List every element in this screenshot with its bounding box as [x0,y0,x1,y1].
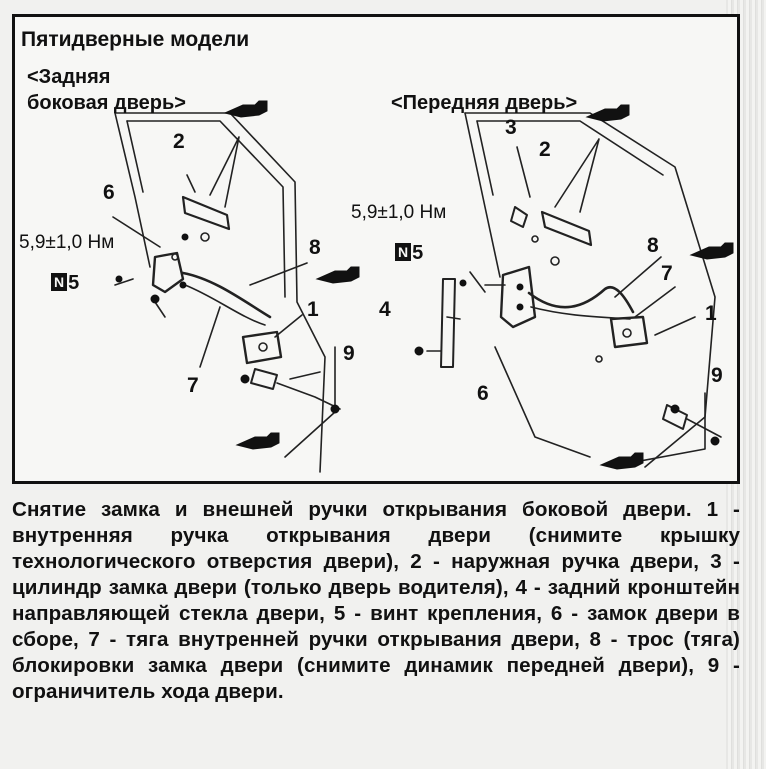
grease-gun-icon [235,432,280,450]
n-badge-icon: N [51,273,68,291]
front-inside-handle [609,315,649,349]
callout-1-front: 1 [705,302,717,325]
callout-7-front: 7 [661,262,673,285]
front-check-strap [662,404,688,430]
callout-9-front: 9 [711,364,723,387]
grease-gun-icon [689,242,734,260]
callout-2-rear: 2 [173,130,185,153]
callout-8-front: 8 [647,234,659,257]
callout-7-rear: 7 [187,374,199,397]
rear-door-label-line2: боковая дверь> [27,92,186,114]
figure-caption: Снятие замка и внешней ручки открывания … [12,498,740,703]
callout-9-rear: 9 [343,342,355,365]
glass-guide-bracket [440,278,456,368]
callout-4-front: 4 [379,298,391,321]
diagram-frame: Пятидверные модели <Задняя боковая дверь… [12,14,740,484]
front-door-outline [464,112,716,468]
torque-spec-right: 5,9±1,0 Нм [351,202,447,223]
callout-1-rear: 1 [307,298,319,321]
rear-outside-handle [181,195,231,231]
callout-2-front: 2 [539,138,551,161]
rear-inside-handle [241,330,283,365]
callout-3-front: 3 [505,116,517,139]
grease-gun-icon [585,104,630,122]
callout-6-front: 6 [477,382,489,405]
callout-6-rear: 6 [103,181,115,204]
rear-lock-assembly [151,251,185,294]
rear-door-label-line1: <Задняя [27,66,111,88]
rear-door-outline [114,112,326,473]
front-outside-handle [540,210,593,247]
door-lock-diagram [112,100,734,473]
front-lock-cylinder [510,206,528,228]
callout-8-rear: 8 [309,236,321,259]
grease-gun-icon [599,452,644,470]
n-badge-icon: N [395,243,412,261]
front-lock-assembly [499,265,537,329]
torque-spec-left: 5,9±1,0 Нм [19,232,115,253]
rear-check-strap [250,368,278,390]
front-door-label: <Передняя дверь> [391,92,578,114]
figure-title: Пятидверные модели [21,28,250,51]
grease-gun-icon [315,266,360,284]
grease-gun-icon [223,100,268,118]
